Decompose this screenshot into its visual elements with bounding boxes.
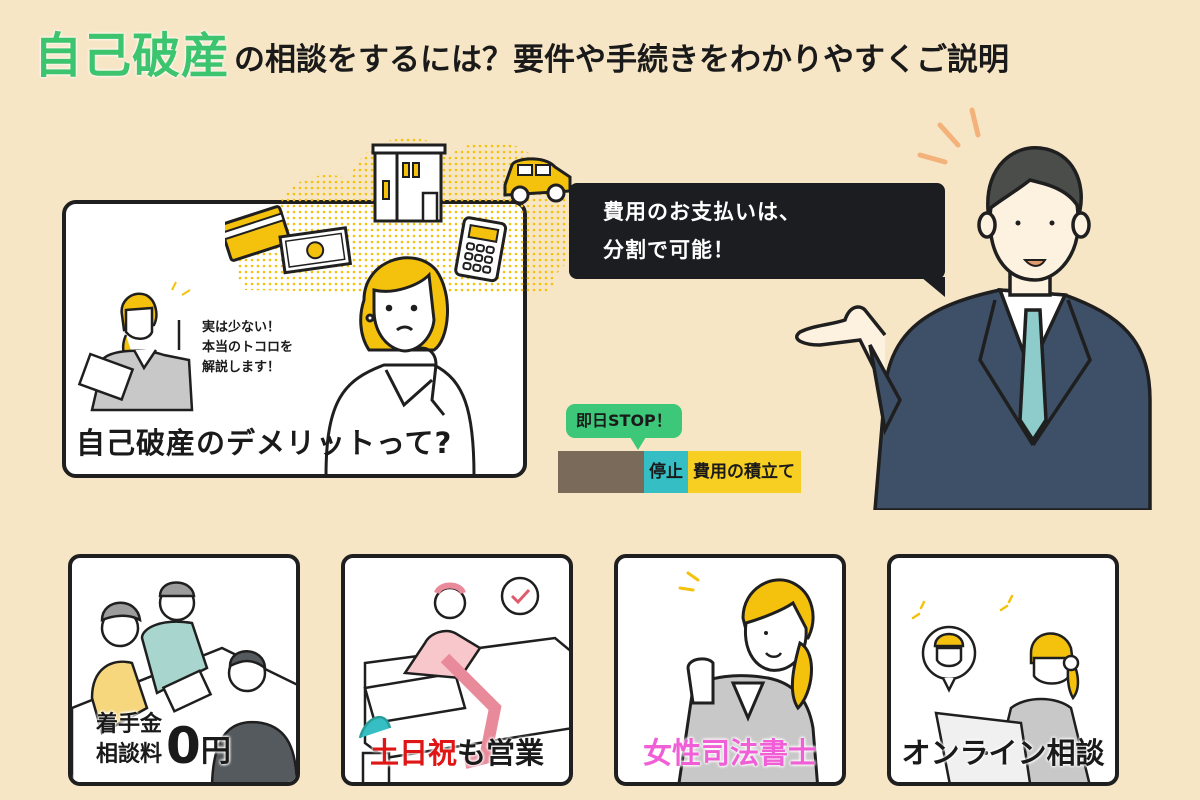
headline-accent: 自己破産: [34, 28, 231, 84]
feature-card-female-scrivener[interactable]: 女性司法書士: [614, 554, 846, 786]
calculator-icon: [454, 216, 508, 283]
headline-rest: の相談をするには？要件や手続きをわかりやすくご説明: [234, 42, 1010, 78]
fee-zero: 0: [166, 717, 201, 775]
female-scrivener-label: 女性司法書士: [642, 736, 817, 770]
free-fee-label: 着手金 相談料 0 円: [96, 710, 231, 775]
businessman-illustration: [795, 107, 1152, 510]
weekend-label-red: 土日祝: [369, 736, 457, 770]
bar-segment-before: [558, 451, 644, 493]
banknote-icon: [278, 226, 353, 275]
speech-line-1: 費用のお支払いは、: [603, 200, 801, 224]
female-scrivener-illustration: [677, 571, 819, 782]
feature-card-online-consultation[interactable]: オンライン相談: [887, 554, 1119, 786]
feature-card-free-consultation[interactable]: 着手金 相談料 0 円: [68, 554, 300, 786]
speech-line-2: 分割で可能！: [603, 238, 735, 262]
weekend-label: 土日祝も営業: [345, 730, 569, 772]
feature-card-weekend-open[interactable]: 土日祝も営業: [341, 554, 573, 786]
bar-segment-savings: 費用の積立て: [688, 451, 801, 493]
bar-segment-stop: 停止: [644, 451, 688, 493]
stop-badge: 即日STOP！: [566, 404, 682, 438]
fee-line-1: 着手金: [96, 712, 163, 737]
car-icon: [503, 157, 572, 205]
online-consultation-label: オンライン相談: [901, 736, 1105, 770]
thought-cloud-illustration: [225, 137, 577, 295]
fee-yen: 円: [200, 734, 231, 769]
stop-badge-tail: [630, 437, 646, 450]
demerit-note: 実は少ない！ 本当のトコロを 解説します！: [202, 318, 293, 378]
page-headline: 自己破産 の相談をするには？要件や手続きをわかりやすくご説明: [34, 18, 1009, 80]
fee-line-2: 相談料: [96, 742, 163, 767]
house-icon: [371, 143, 447, 223]
demerit-note-line: 実は少ない！: [202, 320, 281, 335]
advisor-woman-illustration: [77, 281, 194, 412]
worried-woman-illustration: [324, 256, 476, 476]
sparkle-icon: [917, 107, 981, 165]
weekend-label-black: も営業: [457, 736, 545, 770]
online-consultation-illustration: [911, 594, 1091, 782]
process-bar: 停止 費用の積立て: [558, 451, 801, 493]
weekend-illustration: [358, 576, 569, 782]
speech-bubble: 費用のお支払いは、 分割で可能！: [569, 183, 945, 279]
demerit-note-line: 本当のトコロを: [202, 340, 294, 355]
consultation-illustration: [72, 581, 296, 782]
demerit-note-line: 解説します！: [202, 360, 281, 375]
credit-card-icon: [225, 205, 292, 262]
demerit-title[interactable]: 自己破産のデメリットって?: [76, 426, 453, 460]
speech-bubble-tail: [921, 277, 945, 297]
demerit-illustration: [77, 256, 476, 476]
